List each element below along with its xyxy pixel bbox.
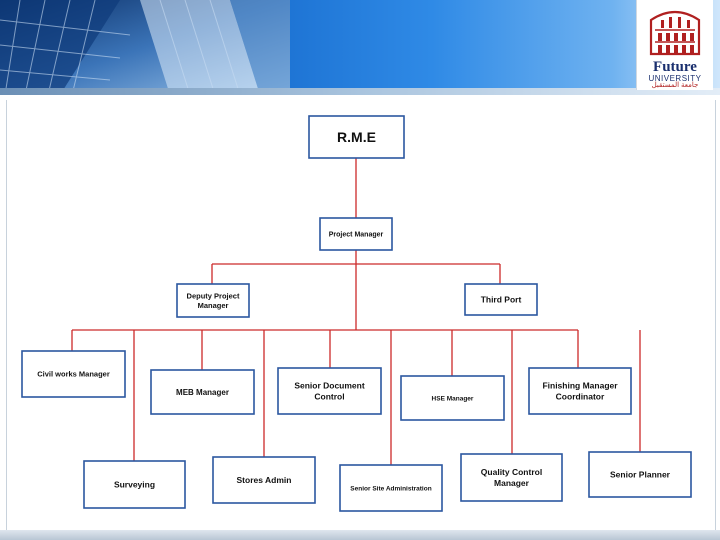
org-node-label: Third Port (481, 294, 522, 304)
logo-name-line2: UNIVERSITY (648, 74, 702, 83)
org-node-planner: Senior Planner (588, 451, 692, 498)
logo-name-arabic: جامعة المستقبل (651, 82, 699, 89)
org-node-label: Civil works Manager (37, 370, 110, 379)
org-node-civil: Civil works Manager (21, 350, 126, 398)
org-node-label: Stores Admin (237, 475, 292, 485)
org-node-label: Project Manager (329, 231, 384, 238)
org-node-surv: Surveying (83, 460, 186, 509)
org-node-box (150, 369, 255, 415)
org-node-box (460, 453, 563, 502)
org-node-label: Senior Planner (610, 469, 671, 479)
org-node-label: Surveying (114, 479, 155, 489)
org-node-label: MEB Manager (176, 388, 229, 397)
content-frame (6, 100, 716, 530)
org-node-meb: MEB Manager (150, 369, 255, 415)
org-node-box (212, 456, 316, 504)
org-node-box (176, 283, 250, 318)
org-node-box (83, 460, 186, 509)
org-node-box (464, 283, 538, 316)
org-node-label: Finishing Manager (542, 381, 618, 391)
org-node-label: Senior Document (294, 381, 365, 391)
bottom-bar (0, 530, 720, 540)
org-chart-connectors (71, 158, 641, 465)
org-node-box (588, 451, 692, 498)
org-node-label: Coordinator (556, 391, 605, 401)
org-node-label: Quality Control (481, 467, 542, 477)
colosseum-icon (649, 10, 701, 56)
org-node-box (339, 464, 443, 512)
org-node-box (400, 375, 505, 421)
header-divider-strip (0, 88, 720, 95)
org-node-ssa: Senior Site Administration (339, 464, 443, 512)
org-node-hse: HSE Manager (400, 375, 505, 421)
org-node-label: Deputy Project (187, 291, 240, 300)
slide-header: Future UNIVERSITY جامعة المستقبل (0, 0, 720, 95)
org-node-box (308, 115, 405, 159)
university-logo: Future UNIVERSITY جامعة المستقبل (636, 0, 713, 90)
org-node-box (277, 367, 382, 415)
org-node-label: Control (314, 391, 344, 401)
org-node-stores: Stores Admin (212, 456, 316, 504)
logo-name-line1: Future (653, 59, 697, 75)
org-node-label: Senior Site Administration (350, 485, 431, 492)
building-photo (0, 0, 290, 95)
org-node-box (319, 217, 393, 251)
org-node-box (528, 367, 632, 415)
org-node-pm: Project Manager (319, 217, 393, 251)
org-node-box (21, 350, 126, 398)
org-node-label: Manager (494, 478, 530, 488)
org-node-label: HSE Manager (432, 395, 474, 402)
org-node-third: Third Port (464, 283, 538, 316)
org-node-rme: R.M.E (308, 115, 405, 159)
org-node-label: Manager (198, 301, 229, 310)
org-node-label: R.M.E (337, 129, 376, 145)
